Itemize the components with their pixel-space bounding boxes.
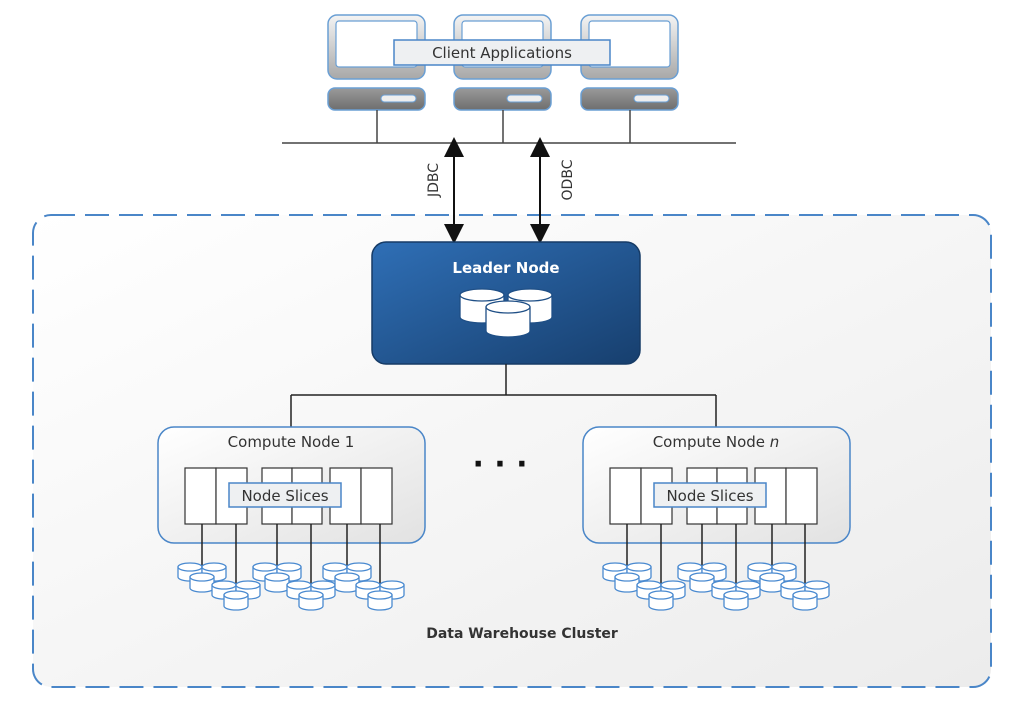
node-slices-label: Node Slices <box>241 487 328 505</box>
disk-icon <box>367 590 393 611</box>
compute-node-label: Compute Node 1 <box>228 433 355 451</box>
ellipsis: · · · <box>472 447 527 482</box>
disk-cluster <box>355 580 405 611</box>
odbc-label: ODBC <box>560 159 576 200</box>
leader-node-label: Leader Node <box>452 259 559 277</box>
disk-cluster <box>322 562 372 593</box>
disk-cluster <box>286 580 336 611</box>
client-computer-icon <box>327 14 426 143</box>
node-slice <box>609 467 642 525</box>
disk-icon <box>264 572 290 593</box>
disk-cluster <box>636 580 686 611</box>
disk-cluster <box>177 562 227 593</box>
node-slice <box>360 467 393 525</box>
disk-icon <box>792 590 818 611</box>
disk-icon <box>614 572 640 593</box>
disk-icon <box>648 590 674 611</box>
disk-icon <box>689 572 715 593</box>
node-slice <box>184 467 217 525</box>
cluster-label: Data Warehouse Cluster <box>426 626 618 642</box>
node-slices-label: Node Slices <box>666 487 753 505</box>
compute-node-label: Compute Node n <box>653 433 780 451</box>
jdbc-label: JDBC <box>426 163 442 198</box>
client-applications-label-box <box>393 39 611 66</box>
client-applications-label: Client Applications <box>432 44 572 62</box>
disk-icon <box>485 300 531 338</box>
compute-node-1: Compute Node 1 Node Slices <box>157 426 426 611</box>
disk-icon <box>723 590 749 611</box>
disk-icon <box>298 590 324 611</box>
disk-cluster <box>747 562 797 593</box>
leader-database-icon <box>459 288 553 338</box>
client-computer-icon <box>453 14 552 143</box>
disk-cluster <box>602 562 652 593</box>
disk-cluster <box>711 580 761 611</box>
disk-icon <box>189 572 215 593</box>
disk-icon <box>223 590 249 611</box>
disk-cluster <box>780 580 830 611</box>
client-applications <box>327 14 679 143</box>
disk-cluster <box>252 562 302 593</box>
client-computer-icon <box>580 14 679 143</box>
node-slice <box>785 467 818 525</box>
disk-cluster <box>211 580 261 611</box>
disk-icon <box>804 580 830 600</box>
compute-node-n: Compute Node n Node Slices <box>582 426 851 611</box>
